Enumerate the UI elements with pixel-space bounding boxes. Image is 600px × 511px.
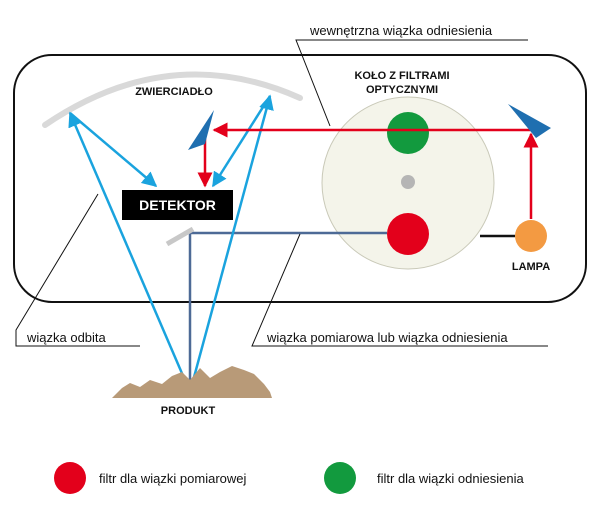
measuring-filter-red [387, 213, 429, 255]
filter-wheel-hub [401, 175, 415, 189]
internal-beam-pointer [295, 39, 528, 127]
product-terrain [112, 366, 272, 398]
lamp-label: LAMPA [512, 261, 550, 273]
reflected-beam-to-detector-left [69, 112, 158, 187]
reference-filter-green [387, 112, 429, 154]
legend-swatch-measuring [54, 462, 86, 494]
reflected-beam-label: wiązka odbita [26, 330, 107, 345]
reflected-beam-pointer [15, 193, 140, 347]
prism-left [188, 110, 214, 150]
reflected-beam-to-detector-right [211, 95, 272, 188]
lamp-bulb [515, 220, 547, 252]
instrument-housing [13, 54, 587, 303]
mirror-arc [42, 71, 303, 128]
detector-box [122, 190, 233, 220]
filter-wheel-label-line1: KOŁO Z FILTRAMI [354, 70, 449, 82]
measuring-beam-label: wiązka pomiarowa lub wiązka odniesienia [266, 330, 508, 345]
beam-splitter [165, 226, 195, 247]
prism-right [508, 104, 551, 138]
measuring-beam-pointer [251, 233, 548, 347]
reflected-beam-up-left [68, 111, 192, 393]
legend-label-reference: filtr dla wiązki odniesienia [377, 471, 524, 486]
reflected-beam-up-right [188, 94, 274, 393]
detector-label: DETEKTOR [139, 197, 216, 213]
legend: filtr dla wiązki pomiarowej filtr dla wi… [54, 462, 524, 494]
filter-wheel-label-line2: OPTYCZNYMI [366, 84, 438, 96]
legend-label-measuring: filtr dla wiązki pomiarowej [99, 471, 246, 486]
internal-beam-label: wewnętrzna wiązka odniesienia [309, 23, 493, 38]
legend-swatch-reference [324, 462, 356, 494]
measuring-beam-path [188, 231, 387, 395]
mirror-label: ZWIERCIADŁO [135, 86, 213, 98]
product-label: PRODUKT [161, 405, 216, 417]
